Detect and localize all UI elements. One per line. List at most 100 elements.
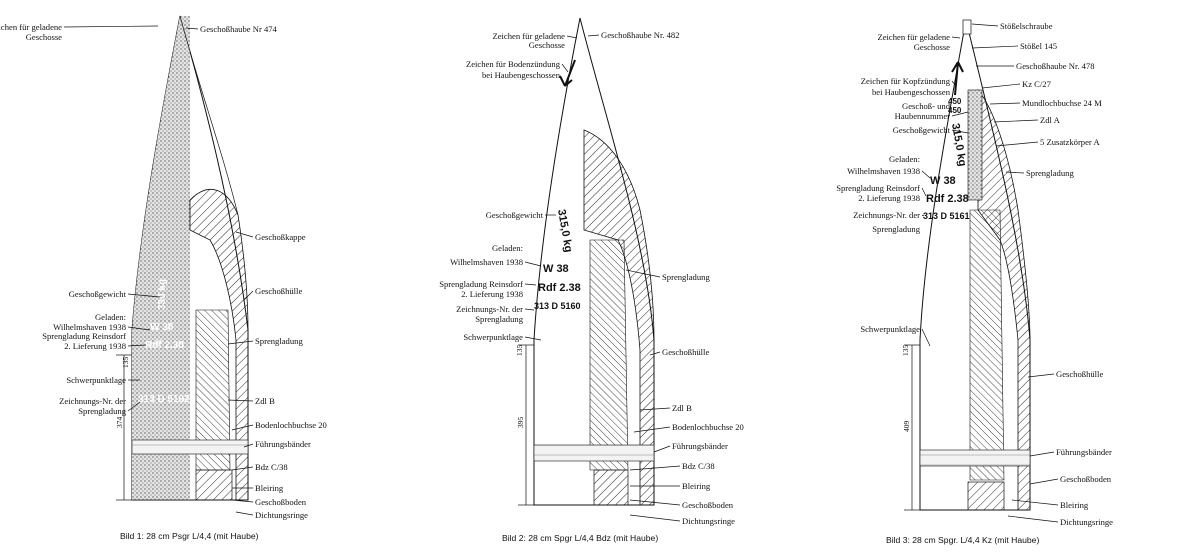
fig2-left-leader-2	[561, 63, 569, 73]
stencil-1-charge: Rdf 2.38	[145, 340, 184, 351]
fig2-right-label-1: Sprengladung	[662, 272, 710, 282]
dim-3-cg: 135	[901, 345, 910, 357]
fig1-right-leader-3	[227, 340, 254, 345]
fig3-right-leader-8	[1027, 373, 1055, 378]
shell-1-base	[195, 469, 233, 501]
fig3-right-label-8: Geschoßhülle	[1056, 369, 1103, 379]
shell-1-cap-section	[189, 189, 249, 501]
fig3-right-label-9: Führungsbänder	[1056, 447, 1112, 457]
fig2-left-label-1: Geschosse	[529, 40, 565, 50]
stencil-3-number-b: 450	[948, 106, 962, 115]
fig2-right-label-4: Bodenlochbuchse 20	[672, 422, 744, 432]
caption-1: Bild 1: 28 cm Psgr L/4,4 (mit Haube)	[120, 531, 259, 541]
fig2-left-label-7: Sprengladung Reinsdorf	[439, 279, 523, 289]
fig3-left-leader-6	[951, 129, 969, 134]
shell-3-driving-bands	[919, 449, 1031, 467]
fig3-left-leader-11	[921, 214, 925, 217]
fig1-left-leader-9	[127, 401, 141, 412]
fig1-right-leader-4	[227, 399, 254, 402]
caption-3: Bild 3: 28 cm Spgr. L/4,4 Kz (mit Haube)	[886, 535, 1039, 545]
fig1-left-leader-0	[63, 25, 159, 28]
fig2-right-leader-3	[639, 407, 671, 411]
fig1-left-label-6: 2. Lieferung 1938	[64, 341, 126, 351]
fig1-right-leader-10	[235, 511, 254, 516]
fig1-right-label-9: Geschoßboden	[255, 497, 307, 507]
stencil-3-loaded: W 38	[930, 175, 956, 187]
shell-3-charge	[969, 209, 1005, 481]
fig1-left-label-1: Geschosse	[26, 32, 62, 42]
stencil-3-charge: Rdf 2.38	[926, 193, 969, 205]
shell-2-section	[583, 129, 655, 506]
fig2-right-leader-0	[587, 34, 600, 37]
fig1-right-leader-1	[235, 231, 254, 238]
fig3-left-label-4: Geschoß- und	[902, 101, 951, 111]
caption-2: Bild 2: 28 cm Spgr L/4,4 Bdz (mit Haube)	[502, 533, 658, 543]
fig1-right-label-10: Dichtungsringe	[255, 510, 308, 520]
fig3-right-leader-3	[981, 83, 1021, 89]
fig1-right-leader-6	[243, 443, 254, 448]
fig2-left-leader-7	[524, 283, 537, 286]
fig1-right-label-1: Geschoßkappe	[255, 232, 306, 242]
fig3-left-label-7: Geladen:	[889, 154, 920, 164]
stencil-3-drawing-no: 313 D 5161	[923, 211, 970, 221]
fig3-right-label-3: Kz C/27	[1022, 79, 1052, 89]
fig2-left-label-10: Sprengladung	[475, 314, 523, 324]
fig2-right-leader-5	[653, 445, 671, 453]
fig2-right-label-7: Bleiring	[682, 481, 711, 491]
fig2-right-label-8: Geschoßboden	[682, 500, 734, 510]
shell-1-windshield	[179, 15, 239, 216]
fig3-right-leader-0	[971, 23, 999, 27]
base-fuze-arrow-icon	[559, 59, 576, 87]
fig1-left-label-2: Geschoßgewicht	[69, 289, 127, 299]
fig3-right-label-6: 5 Zusatzkörper A	[1040, 137, 1100, 147]
fig3-right-label-5: Zdl A	[1040, 115, 1061, 125]
fig1-left-leader-6	[127, 344, 147, 347]
dim-1-total: 374	[115, 417, 124, 429]
fig2-right-label-9: Dichtungsringe	[682, 516, 735, 526]
fig2-left-label-0: Zeichen für geladene	[492, 31, 565, 41]
shell-3-base	[967, 481, 1005, 511]
fig3-left-label-3: bei Haubengeschossen	[872, 87, 951, 97]
fig1-left-leader-4	[127, 326, 151, 331]
stencil-2-drawing-no: 313 D 5160	[534, 301, 581, 311]
fig2-left-label-6: Wilhelmshaven 1938	[450, 257, 523, 267]
fig3-left-leader-9	[921, 187, 927, 197]
fig2-left-label-11: Schwerpunktlage	[463, 332, 523, 342]
fig3-left-label-10: 2. Lieferung 1938	[858, 193, 920, 203]
fig1-right-leader-7	[231, 466, 254, 471]
stencil-2-loaded: W 38	[543, 263, 569, 275]
fig3-right-leader-9	[1029, 451, 1055, 457]
fig2-right-label-2: Geschoßhülle	[662, 347, 709, 357]
fig1-left-label-5: Sprengladung Reinsdorf	[42, 331, 126, 341]
shell-2-base	[593, 469, 629, 506]
fig1-right-label-0: Geschoßhaube Nr 474	[200, 24, 278, 34]
figure-3: 450 450 315,0 kg W 38 Rdf 2.38 313 D 516…	[886, 19, 1039, 545]
shell-3-section	[977, 88, 1031, 511]
fig1-right-label-3: Sprengladung	[255, 336, 303, 346]
fig2-left-label-8: 2. Lieferung 1938	[461, 289, 523, 299]
fig3-left-label-12: Sprengladung	[872, 224, 920, 234]
fig1-left-leader-2	[127, 293, 161, 298]
fig3-right-leader-1	[971, 45, 1019, 49]
fig1-left-label-9: Sprengladung	[78, 406, 126, 416]
fig3-right-label-10: Geschoßboden	[1060, 474, 1112, 484]
dim-3-total: 409	[902, 421, 911, 433]
fig1-left-label-4: Wilhelmshaven 1938	[53, 322, 126, 332]
fig3-left-leader-5	[951, 111, 969, 117]
fig3-right-leader-11	[1011, 499, 1059, 506]
fig2-right-label-5: Führungsbänder	[672, 441, 728, 451]
fig2-left-leader-11	[524, 336, 542, 341]
fig2-left-label-2: Zeichen für Bodenzündung	[466, 59, 561, 69]
shell-2-driving-bands	[533, 444, 655, 462]
fig3-left-leader-13	[921, 328, 931, 347]
fig2-left-label-5: Geladen:	[492, 243, 523, 253]
fig1-left-label-3: Geladen:	[95, 312, 126, 322]
fig3-right-label-4: Mundlochbuchse 24 M	[1022, 98, 1102, 108]
stencil-1-loaded: W 38	[150, 322, 174, 333]
dim-1-cg: 135	[121, 357, 130, 369]
stencil-1-drawing-no: 313 D 5162	[138, 394, 190, 405]
fig2-right-leader-8	[629, 499, 681, 506]
figure-1: 330 kg W 38 Rdf 2.38 313 D 5162 135 374 …	[115, 15, 259, 541]
fig3-right-label-0: Stößelschraube	[1000, 21, 1053, 31]
